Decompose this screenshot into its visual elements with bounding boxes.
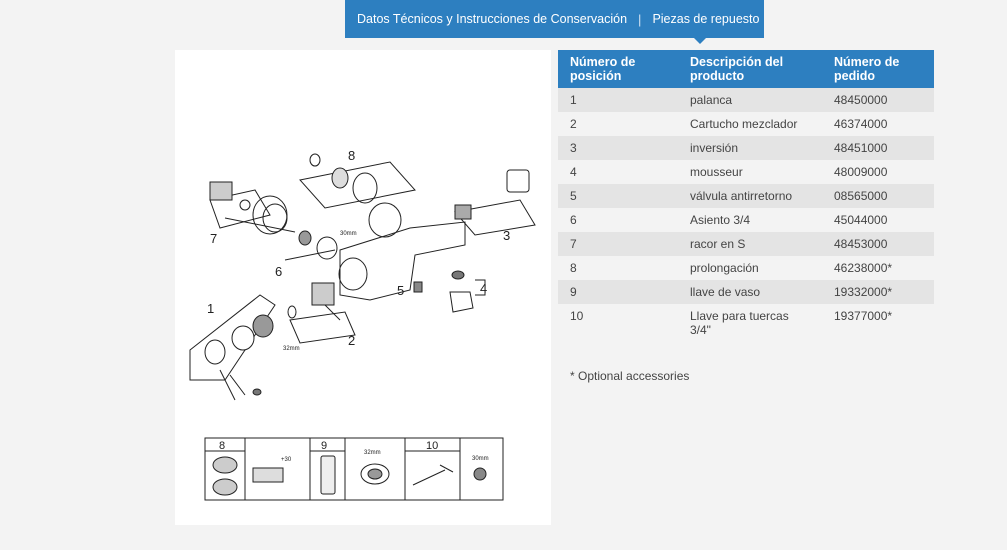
cell-position: 6 — [558, 208, 678, 232]
callout-8: 8 — [348, 148, 355, 163]
cell-order-number: 19332000* — [822, 280, 934, 304]
cell-order-number: 46238000* — [822, 256, 934, 280]
callout-6: 6 — [275, 264, 282, 279]
active-tab-pointer — [694, 38, 706, 44]
accessory-8-label: 8 — [219, 440, 225, 452]
header-position-number: Número de posición — [558, 50, 678, 88]
tab-spare-parts[interactable]: Piezas de repuesto — [652, 12, 760, 26]
cell-description: válvula antirretorno — [678, 184, 822, 208]
spare-parts-table-container: Número de posición Descripción del produ… — [558, 50, 934, 349]
callout-3: 3 — [503, 228, 510, 243]
cell-description: palanca — [678, 88, 822, 112]
cell-position: 5 — [558, 184, 678, 208]
optional-accessories-note: * Optional accessories — [570, 369, 690, 383]
cell-order-number: 48009000 — [822, 160, 934, 184]
cell-position: 1 — [558, 88, 678, 112]
callout-7: 7 — [210, 231, 217, 246]
table-row: 9 llave de vaso 19332000* — [558, 280, 934, 304]
header-order-number: Número de pedido — [822, 50, 934, 88]
accessory-10-label: 10 — [426, 440, 438, 452]
tab-separator: | — [638, 11, 642, 27]
table-row: 3 inversión 48451000 — [558, 136, 934, 160]
accessory-10-dimension: 30mm — [472, 456, 489, 462]
cell-order-number: 48450000 — [822, 88, 934, 112]
callout-5: 5 — [397, 283, 404, 298]
cell-order-number: 45044000 — [822, 208, 934, 232]
cell-position: 7 — [558, 232, 678, 256]
cell-description: prolongación — [678, 256, 822, 280]
cell-position: 3 — [558, 136, 678, 160]
diagram-dimension-32mm: 32mm — [283, 346, 300, 352]
cell-order-number: 48451000 — [822, 136, 934, 160]
spare-parts-table: Número de posición Descripción del produ… — [558, 50, 934, 349]
table-row: 7 racor en S 48453000 — [558, 232, 934, 256]
header-product-description: Descripción del producto — [678, 50, 822, 88]
cell-position: 10 — [558, 304, 678, 349]
cell-description: llave de vaso — [678, 280, 822, 304]
diagram-dimension-30mm: 30mm — [340, 231, 357, 237]
tab-bar: Datos Técnicos y Instrucciones de Conser… — [345, 0, 764, 38]
table-row: 8 prolongación 46238000* — [558, 256, 934, 280]
accessories-strip: 8 9 10 +30 32mm 30mm — [204, 437, 504, 501]
tab-technical-data[interactable]: Datos Técnicos y Instrucciones de Conser… — [357, 12, 628, 26]
table-row: 1 palanca 48450000 — [558, 88, 934, 112]
table-row: 5 válvula antirretorno 08565000 — [558, 184, 934, 208]
exploded-diagram: 30mm 32mm 1 2 — [175, 50, 551, 525]
callout-1: 1 — [207, 301, 214, 316]
cell-order-number: 46374000 — [822, 112, 934, 136]
cell-description: inversión — [678, 136, 822, 160]
table-row: 10 Llave para tuercas 3/4" 19377000* — [558, 304, 934, 349]
callout-4: 4 — [480, 281, 487, 296]
cell-order-number: 19377000* — [822, 304, 934, 349]
table-row: 6 Asiento 3/4 45044000 — [558, 208, 934, 232]
cell-position: 9 — [558, 280, 678, 304]
cell-description: Cartucho mezclador — [678, 112, 822, 136]
callout-2: 2 — [348, 333, 355, 348]
accessory-9-dimension: 32mm — [364, 450, 381, 456]
accessory-9-label: 9 — [321, 440, 327, 452]
cell-description: mousseur — [678, 160, 822, 184]
exploded-diagram-drawing: 30mm 32mm 1 2 — [189, 148, 536, 501]
cell-description: Llave para tuercas 3/4" — [678, 304, 822, 349]
table-row: 2 Cartucho mezclador 46374000 — [558, 112, 934, 136]
cell-order-number: 08565000 — [822, 184, 934, 208]
cell-position: 4 — [558, 160, 678, 184]
cell-position: 8 — [558, 256, 678, 280]
cell-description: racor en S — [678, 232, 822, 256]
table-header-row: Número de posición Descripción del produ… — [558, 50, 934, 88]
cell-order-number: 48453000 — [822, 232, 934, 256]
cell-position: 2 — [558, 112, 678, 136]
accessory-8-dimension: +30 — [281, 457, 292, 463]
cell-description: Asiento 3/4 — [678, 208, 822, 232]
table-row: 4 mousseur 48009000 — [558, 160, 934, 184]
